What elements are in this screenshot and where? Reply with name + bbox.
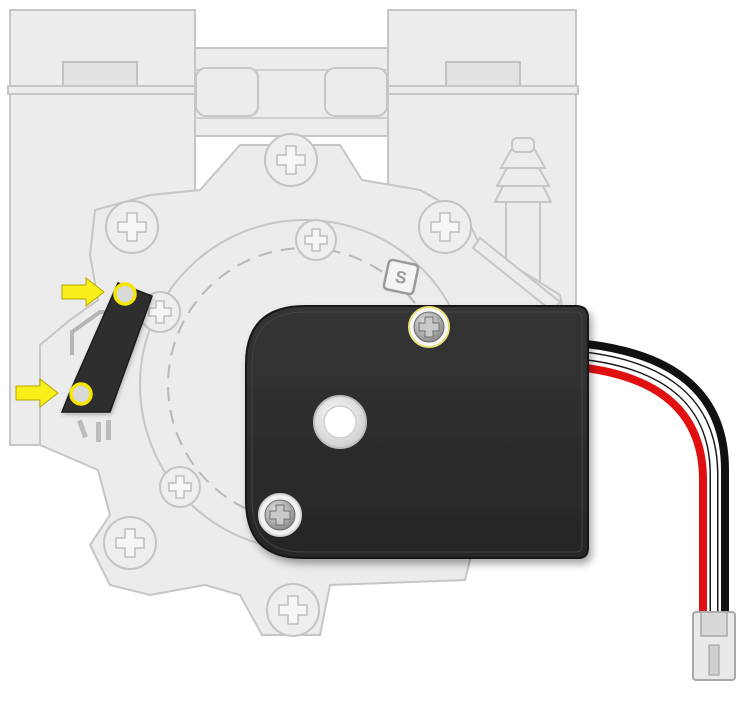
wire-red (582, 364, 707, 629)
sensor-label: S (393, 267, 408, 288)
plate-screw-lower-left-icon (103, 516, 157, 570)
wire-white (585, 351, 719, 625)
switch-body (60, 282, 153, 413)
motor-screw-bottom-icon (258, 493, 302, 537)
motor-shaft-hole-icon (313, 395, 367, 449)
wire-harness (582, 340, 729, 629)
sensor-marker: S (382, 258, 420, 296)
arrow-right-icon (15, 377, 59, 409)
plate-screw-top-icon (264, 133, 318, 187)
upper-switch-screw-callout (113, 282, 137, 306)
motor (245, 305, 589, 559)
rotor-screw-top-icon (295, 219, 337, 261)
wire-connector (692, 611, 736, 681)
lower-switch-screw-callout (69, 382, 93, 406)
motor-body (245, 305, 589, 559)
plate-screw-upper-left-icon (105, 200, 159, 254)
plate-screw-upper-right-icon (418, 200, 472, 254)
rotor-screw-bottom-icon (159, 466, 201, 508)
motor-screw-top-icon (408, 306, 450, 348)
limit-switch (60, 282, 153, 442)
plate-screw-bottom-icon (266, 583, 320, 637)
arrow-right-icon (61, 276, 105, 308)
